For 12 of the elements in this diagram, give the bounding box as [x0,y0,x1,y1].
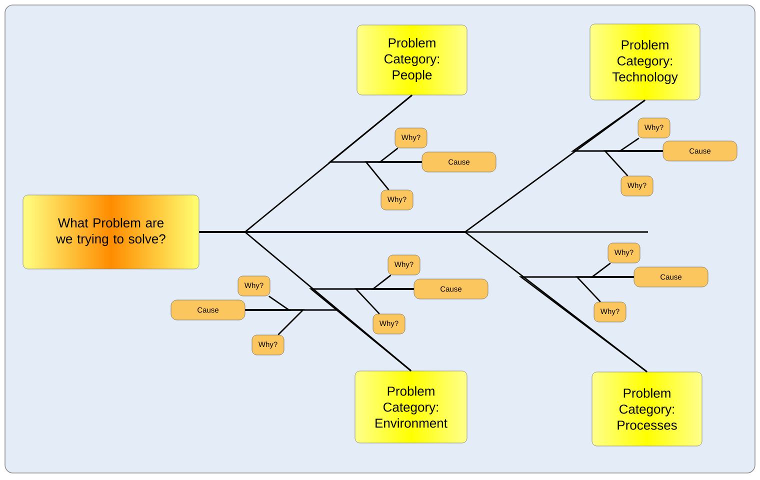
fishbone-line [364,161,422,190]
fishbone-line [354,288,414,314]
fishbone-line [575,276,634,302]
category-box: Problem Category: Environment [354,370,468,444]
fishbone-line [518,276,648,372]
category-box: Problem Category: People [356,24,468,96]
fishbone-line [199,231,648,233]
category-box: Problem Category: Processes [592,372,702,446]
fishbone-line [603,150,663,176]
category-box: Problem Category: Technology [590,24,700,100]
fishbone-line [245,309,305,336]
problem-box: What Problem are we trying to solve? [22,194,200,270]
